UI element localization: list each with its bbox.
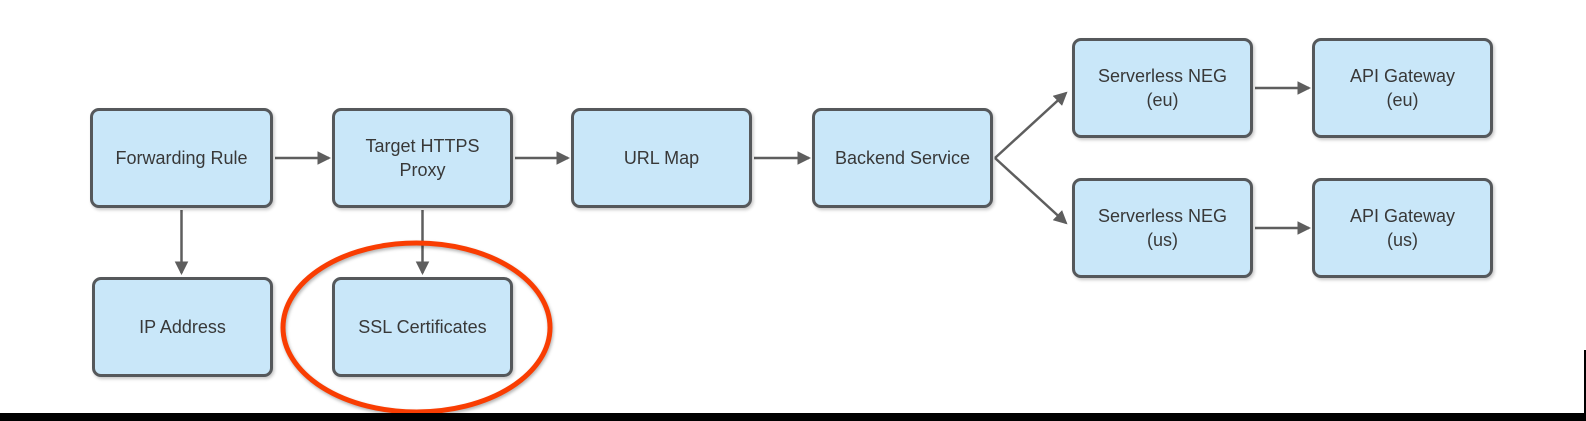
right-frame-line [1584, 350, 1586, 415]
node-label: Backend Service [834, 147, 971, 168]
node-url-map: URL Map [571, 108, 752, 208]
node-backend-service: Backend Service [812, 108, 993, 208]
node-api-gateway-eu: API Gateway (eu) [1312, 38, 1493, 138]
node-api-gateway-us: API Gateway (us) [1312, 178, 1493, 278]
node-label: Serverless NEG (eu) [1097, 65, 1228, 110]
node-label: IP Address [139, 316, 226, 337]
node-label: Forwarding Rule [115, 147, 248, 168]
node-label: API Gateway (us) [1349, 205, 1456, 250]
node-label: API Gateway (eu) [1349, 65, 1456, 110]
node-serverless-neg-us: Serverless NEG (us) [1072, 178, 1253, 278]
node-label: URL Map [623, 147, 700, 168]
node-label: Target HTTPS Proxy [365, 135, 480, 180]
node-ssl-certificates: SSL Certificates [332, 277, 513, 377]
node-target-https-proxy: Target HTTPS Proxy [332, 108, 513, 208]
node-ip-address: IP Address [92, 277, 273, 377]
edge-backend-service-to-serverless-neg-us [994, 157, 1068, 225]
bottom-frame-bar [0, 413, 1586, 421]
node-label: Serverless NEG (us) [1097, 205, 1228, 250]
node-serverless-neg-eu: Serverless NEG (eu) [1072, 38, 1253, 138]
edge-backend-service-to-serverless-neg-eu [994, 91, 1068, 159]
node-forwarding-rule: Forwarding Rule [90, 108, 273, 208]
node-label: SSL Certificates [358, 316, 487, 337]
